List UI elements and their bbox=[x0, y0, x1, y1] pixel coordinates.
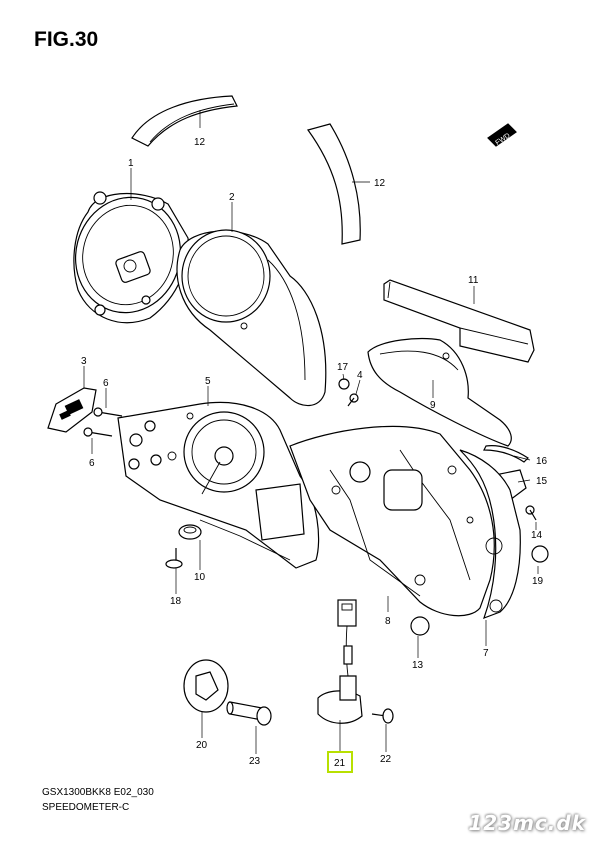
callout-16[interactable]: 16 bbox=[536, 456, 548, 467]
model-code: GSX1300BKK8 E02_030 bbox=[42, 787, 154, 798]
part-13-cap[interactable] bbox=[410, 616, 430, 636]
callout-10[interactable]: 10 bbox=[194, 572, 206, 583]
callout-labels: 12 12 1 2 11 3 6 6 5 17 4 9 16 15 14 19 … bbox=[81, 137, 548, 769]
callout-1[interactable]: 1 bbox=[128, 158, 134, 169]
fwd-direction-tag: FWD bbox=[487, 123, 517, 147]
part-3-switch-panel[interactable] bbox=[47, 387, 97, 433]
callout-18[interactable]: 18 bbox=[170, 596, 182, 607]
callout-13[interactable]: 13 bbox=[412, 660, 424, 671]
part-17-grommet[interactable] bbox=[338, 378, 350, 390]
part-12-upper-cover[interactable] bbox=[131, 95, 238, 147]
callout-12a[interactable]: 12 bbox=[194, 137, 206, 148]
part-16-seal[interactable] bbox=[483, 445, 529, 463]
part-4-screw[interactable] bbox=[347, 393, 359, 407]
callout-5[interactable]: 5 bbox=[205, 376, 211, 387]
section-name: SPEEDOMETER-C bbox=[42, 802, 130, 813]
callout-2[interactable]: 2 bbox=[229, 192, 235, 203]
callout-3[interactable]: 3 bbox=[81, 356, 87, 367]
callout-8[interactable]: 8 bbox=[385, 616, 391, 627]
part-1-front-bezel[interactable] bbox=[63, 186, 193, 325]
callout-19[interactable]: 19 bbox=[532, 576, 544, 587]
part-22-bolt[interactable] bbox=[371, 708, 394, 724]
callout-9[interactable]: 9 bbox=[430, 400, 436, 411]
part-8-lower-case[interactable] bbox=[289, 425, 495, 617]
part-2-meter-housing[interactable] bbox=[176, 229, 327, 407]
part-14-screw[interactable] bbox=[525, 505, 537, 521]
callout-6a[interactable]: 6 bbox=[103, 378, 109, 389]
part-7-rear-cover[interactable] bbox=[459, 449, 521, 620]
callout-4[interactable]: 4 bbox=[357, 370, 363, 381]
part-10-grommet[interactable] bbox=[178, 524, 202, 540]
callout-22[interactable]: 22 bbox=[380, 754, 392, 765]
callout-15[interactable]: 15 bbox=[536, 476, 548, 487]
callout-20[interactable]: 20 bbox=[196, 740, 208, 751]
part-6-screw-upper[interactable] bbox=[93, 407, 123, 417]
callout-14[interactable]: 14 bbox=[531, 530, 543, 541]
part-21-speed-sensor[interactable] bbox=[317, 599, 363, 724]
part-23-shaft[interactable] bbox=[226, 701, 272, 726]
callout-23[interactable]: 23 bbox=[249, 756, 261, 767]
callout-7[interactable]: 7 bbox=[483, 648, 489, 659]
part-6-screw-lower[interactable] bbox=[83, 427, 113, 437]
callout-12b[interactable]: 12 bbox=[374, 178, 386, 189]
callout-11[interactable]: 11 bbox=[468, 275, 479, 286]
site-watermark: 123mc.dk bbox=[468, 811, 586, 835]
figure-title: FIG.30 bbox=[34, 28, 99, 51]
callout-6b[interactable]: 6 bbox=[89, 458, 95, 469]
callout-21[interactable]: 21 bbox=[334, 758, 346, 769]
part-21-highlight-box bbox=[327, 751, 353, 773]
part-20-gear-plate[interactable] bbox=[183, 659, 229, 713]
leader-lines bbox=[83, 110, 539, 754]
part-5-speedometer-unit[interactable] bbox=[117, 401, 320, 569]
callout-17[interactable]: 17 bbox=[337, 362, 349, 373]
part-12-side-cover[interactable] bbox=[307, 123, 361, 245]
part-19-cap[interactable] bbox=[531, 545, 549, 563]
part-11-cushion[interactable] bbox=[383, 279, 535, 363]
part-9-upper-panel[interactable] bbox=[367, 337, 512, 447]
part-18-bolt[interactable] bbox=[165, 548, 183, 569]
